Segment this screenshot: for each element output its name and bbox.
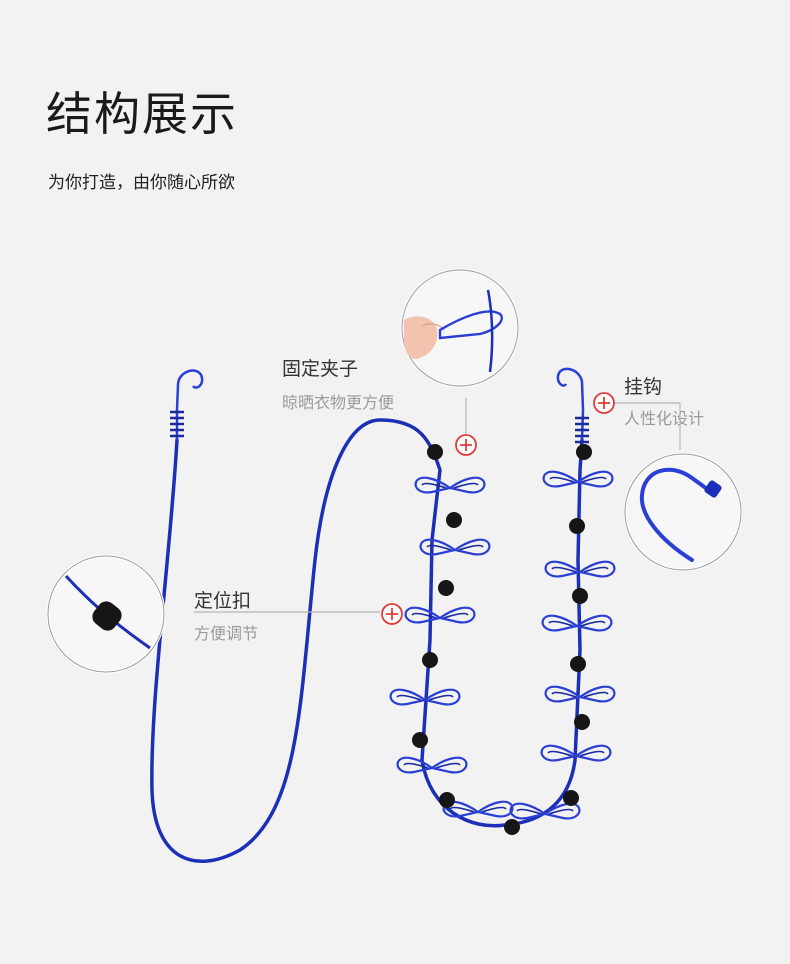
left-hook-icon — [170, 369, 204, 440]
hook-callout-sub: 人性化设计 — [624, 409, 705, 428]
bead-icon — [412, 444, 592, 835]
bead-callout-title: 定位扣 — [194, 590, 252, 612]
clip-icon — [396, 756, 468, 774]
bead-callout-sub: 方便调节 — [194, 624, 259, 643]
clip-callout-title: 固定夹子 — [282, 358, 359, 380]
page-title: 结构展示 — [46, 87, 238, 141]
clip-icon — [404, 606, 476, 624]
clip-icon — [414, 476, 486, 494]
right-hook-icon — [556, 367, 589, 444]
plus-circle-icon — [381, 392, 615, 625]
rope — [150, 418, 584, 864]
hook-detail-circle — [623, 452, 743, 572]
page-subtitle: 为你打造，由你随心所欲 — [48, 173, 235, 193]
bead-detail-circle — [46, 554, 166, 674]
clip-icon — [541, 614, 613, 632]
clip-callout-sub: 晾晒衣物更方便 — [282, 393, 395, 412]
clip-icon — [544, 685, 616, 703]
clip-detail-circle — [400, 268, 520, 388]
hook-callout-title: 挂钩 — [624, 376, 663, 398]
